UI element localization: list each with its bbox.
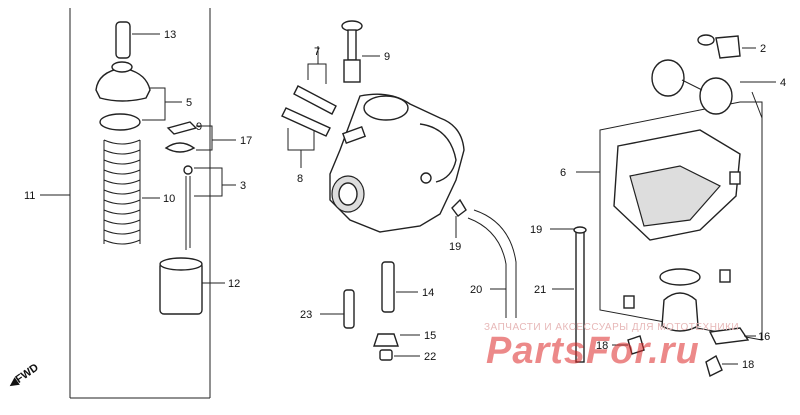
label-4: 4 bbox=[780, 77, 786, 89]
part-2-float-pin bbox=[697, 34, 756, 59]
label-20: 20 bbox=[470, 284, 482, 296]
part-17-needle-clip bbox=[164, 121, 236, 153]
label-9-left: 9 bbox=[196, 121, 202, 133]
part-19-hose-clip bbox=[451, 198, 467, 238]
part-21-drain-tube bbox=[550, 226, 587, 363]
float-bowl bbox=[613, 129, 741, 332]
label-18-left: 18 bbox=[596, 340, 608, 352]
part-5-top-cap bbox=[95, 61, 182, 131]
part-3-jet-needle bbox=[183, 165, 236, 250]
label-14: 14 bbox=[422, 287, 434, 299]
label-8: 8 bbox=[297, 173, 303, 185]
part-14-needle-jet bbox=[381, 261, 418, 313]
label-23: 23 bbox=[300, 309, 312, 321]
part-13-cap-stem bbox=[115, 21, 160, 59]
label-6: 6 bbox=[560, 167, 566, 179]
part-9-plunger bbox=[341, 20, 380, 83]
part-12-throttle-slide bbox=[159, 257, 225, 315]
label-21: 21 bbox=[534, 284, 546, 296]
label-17: 17 bbox=[240, 135, 252, 147]
part-16-bracket bbox=[708, 327, 756, 345]
part-labels: 13 5 9 17 3 11 10 12 7 9 8 19 20 21 19 1… bbox=[24, 29, 786, 371]
carburetor-body bbox=[329, 93, 465, 233]
label-13: 13 bbox=[164, 29, 176, 41]
watermark-subtitle: ЗАПЧАСТИ И АКСЕССУАРЫ ДЛЯ МОТОТЕХНИКИ bbox=[484, 322, 740, 333]
label-22: 22 bbox=[424, 351, 436, 363]
label-19-left: 19 bbox=[449, 241, 461, 253]
part-15-main-jet bbox=[373, 333, 420, 347]
label-2: 2 bbox=[760, 43, 766, 55]
part-20-overflow-tube bbox=[467, 209, 517, 318]
watermark-brand: PartsFor.ru bbox=[486, 330, 700, 372]
part-4-float bbox=[651, 59, 776, 119]
label-5: 5 bbox=[186, 97, 192, 109]
label-12: 12 bbox=[228, 278, 240, 290]
part-18-screw-right bbox=[705, 354, 738, 378]
left-assembly-bracket bbox=[40, 8, 211, 399]
part-8-air-screw bbox=[281, 107, 331, 168]
part-18-screw-left bbox=[612, 335, 645, 355]
label-11: 11 bbox=[24, 190, 35, 202]
label-9-right: 9 bbox=[384, 51, 390, 63]
label-18-right: 18 bbox=[742, 359, 754, 371]
label-19-right: 19 bbox=[530, 224, 542, 236]
label-16: 16 bbox=[758, 331, 770, 343]
label-15: 15 bbox=[424, 330, 436, 342]
part-22-jet-washer bbox=[379, 349, 420, 361]
part-10-spring bbox=[103, 139, 160, 245]
part-7-idle-screw bbox=[293, 46, 337, 115]
label-7: 7 bbox=[314, 46, 320, 58]
part-23-pilot-jet bbox=[320, 289, 355, 329]
label-10: 10 bbox=[163, 193, 175, 205]
label-3: 3 bbox=[240, 180, 246, 192]
